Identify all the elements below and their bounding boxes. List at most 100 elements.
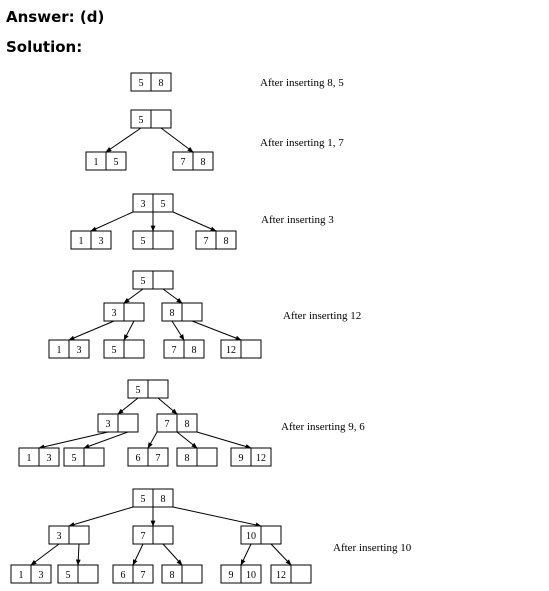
key-value: 6	[121, 570, 126, 581]
btree-node: 3	[48, 525, 90, 545]
btree-node: 5	[103, 339, 145, 359]
btree-node: 10	[240, 525, 282, 545]
key-value: 8	[185, 453, 190, 464]
key-cell	[147, 447, 169, 467]
key-value: 3	[99, 236, 104, 247]
key-cell	[152, 488, 174, 508]
key-value: 3	[47, 453, 52, 464]
tree-edge	[191, 320, 242, 341]
key-cell	[123, 302, 145, 322]
key-cell	[183, 339, 205, 359]
key-value: 7	[141, 531, 146, 542]
key-value: 7	[204, 236, 209, 247]
key-value: 5	[136, 385, 141, 396]
key-value: 7	[165, 419, 170, 430]
btree-node: 7	[132, 525, 174, 545]
key-value: 1	[19, 570, 24, 581]
tree-edge	[68, 506, 134, 527]
key-value: 5	[66, 570, 71, 581]
btree-node: 3	[103, 302, 145, 322]
key-value: 9	[229, 570, 234, 581]
key-cell	[181, 302, 203, 322]
key-cell	[152, 230, 174, 250]
key-value: 3	[39, 570, 44, 581]
step-caption: After inserting 8, 5	[260, 77, 344, 89]
key-cell	[132, 564, 154, 584]
key-cell	[90, 230, 112, 250]
key-cell	[150, 72, 172, 92]
key-value: 8	[170, 308, 175, 319]
tree-edge	[117, 397, 139, 415]
key-cell	[290, 564, 312, 584]
tree-edge	[68, 320, 115, 341]
key-value: 5	[114, 157, 119, 168]
key-cell	[192, 151, 214, 171]
tree-edge	[172, 506, 262, 528]
tree-edge	[83, 431, 129, 449]
key-value: 5	[141, 276, 146, 287]
key-cell	[240, 564, 262, 584]
key-value: 12	[226, 345, 236, 356]
tree-edge	[30, 543, 60, 566]
btree-node: 5	[63, 447, 105, 467]
btree-node: 5	[130, 109, 172, 129]
key-value: 1	[57, 345, 62, 356]
btree-node: 9 10	[220, 564, 262, 584]
key-value: 8	[192, 345, 197, 356]
key-value: 6	[136, 453, 141, 464]
key-cell	[77, 564, 99, 584]
key-cell	[152, 525, 174, 545]
key-value: 5	[161, 199, 166, 210]
key-cell	[147, 379, 169, 399]
key-cell	[123, 339, 145, 359]
key-cell	[181, 564, 203, 584]
tree-edge	[75, 543, 81, 566]
key-value: 1	[79, 236, 84, 247]
tree-edge	[132, 543, 144, 566]
btree-node: 12	[220, 339, 262, 359]
tree-edge	[171, 320, 185, 341]
tree-edge	[176, 431, 198, 449]
key-value: 3	[57, 531, 62, 542]
tree-edge	[196, 431, 252, 449]
step-caption: After inserting 1, 7	[260, 137, 344, 149]
key-cell	[105, 151, 127, 171]
key-value: 5	[72, 453, 77, 464]
key-value: 1	[94, 157, 99, 168]
key-value: 10	[246, 570, 256, 581]
step-caption: After inserting 9, 6	[281, 421, 365, 433]
key-cell	[240, 339, 262, 359]
step-caption: After inserting 12	[283, 310, 361, 322]
tree-edge	[240, 543, 252, 566]
btree-node: 3	[97, 413, 139, 433]
btree-node: 12	[270, 564, 312, 584]
key-cell	[176, 413, 198, 433]
tree-edge	[123, 320, 135, 341]
btree-node: 5	[127, 379, 169, 399]
key-value: 5	[139, 78, 144, 89]
key-value: 5	[139, 115, 144, 126]
key-cell	[38, 447, 60, 467]
tree-edge	[172, 211, 217, 232]
key-cell	[68, 339, 90, 359]
btree-node: 5	[132, 270, 174, 290]
key-value: 7	[141, 570, 146, 581]
key-value: 8	[224, 236, 229, 247]
key-value: 7	[172, 345, 177, 356]
key-value: 8	[185, 419, 190, 430]
tree-edge	[162, 543, 183, 566]
key-value: 8	[170, 570, 175, 581]
